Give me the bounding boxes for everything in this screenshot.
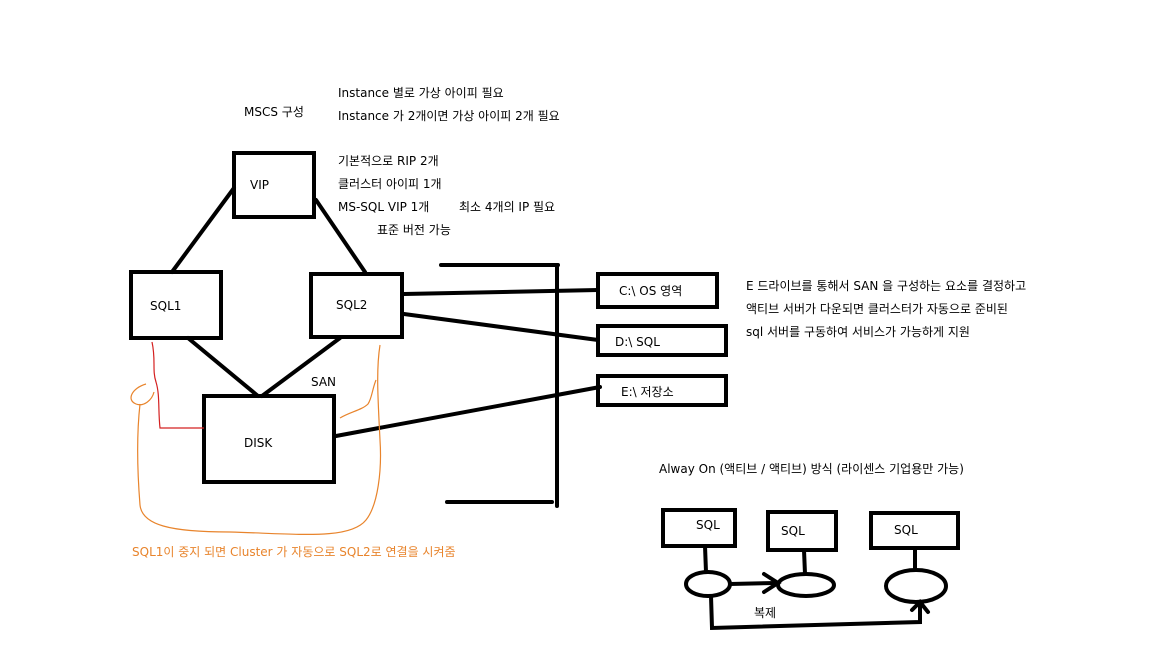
disk-box	[202, 394, 336, 484]
note-mssql-vip: MS-SQL VIP 1개	[338, 200, 429, 214]
line-vip-sql1	[170, 186, 236, 274]
san-note-line2: 액티브 서버가 다운되면 클러스터가 자동으로 준비된	[746, 302, 1008, 316]
failover-orange-loop	[130, 383, 155, 406]
note-cluster-ip: 클러스터 아이피 1개	[338, 177, 442, 191]
sql1-label: SQL1	[150, 299, 181, 313]
drive-d-box	[596, 324, 728, 357]
aon-node3-label: SQL	[894, 523, 918, 537]
aon-db3	[884, 568, 948, 604]
aon-replication-loop-arrowhead	[910, 599, 930, 614]
aon-node1-stem	[703, 544, 708, 574]
san-note-line1: E 드라이브를 통해서 SAN 을 구성하는 요소를 결정하고	[746, 279, 1026, 293]
failover-red-path	[151, 341, 204, 429]
sql2-label: SQL2	[336, 298, 367, 312]
drive-e-box	[596, 374, 728, 407]
aon-replication-arrow	[728, 581, 778, 586]
line-vip-sql2	[314, 198, 367, 274]
aon-node2-stem	[802, 548, 807, 576]
note-instance-line1: Instance 별로 가상 아이피 필요	[338, 86, 504, 100]
sql2-box	[309, 272, 404, 339]
aon-node1-box	[661, 508, 737, 548]
note-standard-edition: 표준 버전 가능	[377, 223, 451, 237]
san-note-line3: sql 서버를 구동하여 서비스가 가능하게 지원	[746, 325, 970, 339]
aon-db2	[776, 572, 836, 598]
line-sql2-d	[402, 312, 600, 342]
vip-box	[232, 151, 316, 219]
aon-replication-label: 복제	[754, 606, 776, 620]
mscs-title: MSCS 구성	[244, 105, 304, 119]
aon-replication-arrowhead	[762, 572, 782, 594]
failover-note: SQL1이 중지 되면 Cluster 가 자동으로 SQL2로 연결을 시켜줌	[132, 545, 456, 559]
drive-d-label: D:\ SQL	[615, 335, 660, 349]
line-sql1-disk	[186, 336, 260, 398]
line-sql2-disk	[260, 336, 342, 398]
note-instance-line2: Instance 가 2개이면 가상 아이피 2개 필요	[338, 109, 560, 123]
always-on-title: Alway On (액티브 / 액티브) 방식 (라이센스 기업용만 가능)	[659, 462, 964, 476]
note-rip: 기본적으로 RIP 2개	[338, 154, 439, 168]
note-min-ip: 최소 4개의 IP 필요	[459, 200, 555, 214]
san-label: SAN	[311, 375, 336, 389]
line-disk-e	[334, 385, 602, 438]
vip-label: VIP	[250, 178, 269, 192]
aon-node2-label: SQL	[781, 524, 805, 538]
drive-e-label: E:\ 저장소	[621, 385, 674, 399]
failover-orange-arc	[137, 344, 382, 535]
aon-db1	[684, 570, 732, 598]
line-sql2-c	[402, 288, 600, 296]
drive-c-label: C:\ OS 영역	[619, 284, 682, 298]
aon-node1-label: SQL	[696, 518, 720, 532]
sql1-box	[129, 270, 223, 340]
drive-c-box	[596, 272, 719, 309]
aon-replication-loop	[709, 594, 922, 631]
disk-label: DISK	[244, 436, 273, 450]
failover-orange-hook	[339, 379, 377, 419]
